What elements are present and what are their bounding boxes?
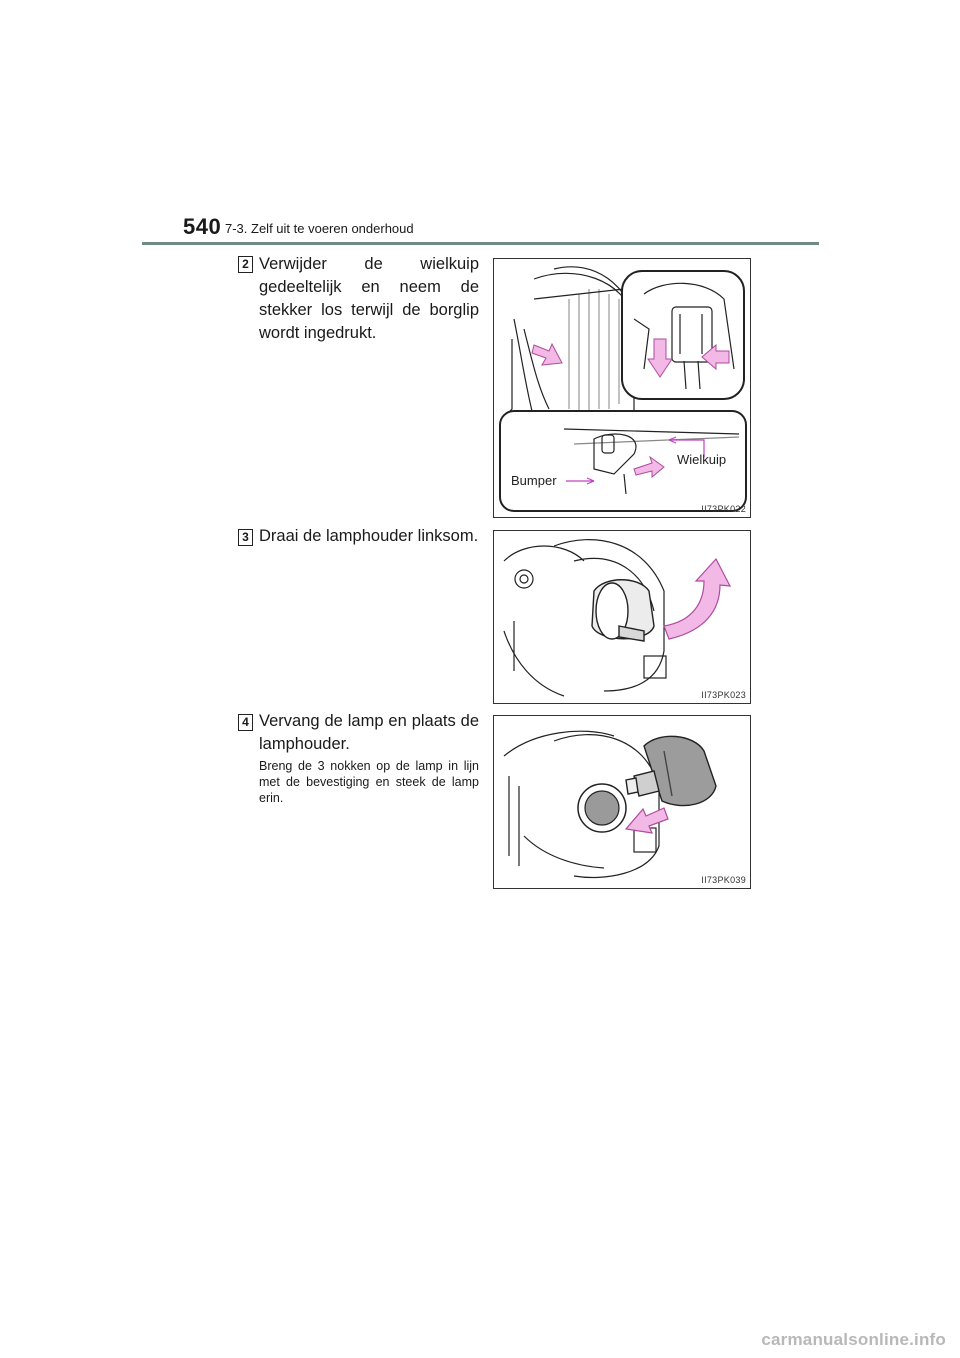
step-3-text: Draai de lamphouder linksom. (259, 527, 479, 545)
footer-watermark: carmanualsonline.info (761, 1330, 946, 1349)
section-title: 7-3. Zelf uit te voeren onderhoud (225, 221, 414, 236)
step-2-text: Verwijder de wielkuip gedeeltelijk en ne… (259, 255, 479, 342)
step-4-badge: 4 (238, 714, 253, 731)
figure-code: II73PK022 (701, 504, 746, 514)
step-2-badge: 2 (238, 256, 253, 273)
step-3-badge: 3 (238, 529, 253, 546)
turn-holder-illustration (503, 539, 732, 697)
figure-connector-removal: Wielkuip Bumper II73PK022 (493, 258, 751, 518)
header-rule (142, 242, 819, 245)
connector-removal-illustration (499, 266, 747, 512)
figure-turn-holder: II73PK023 (493, 530, 751, 704)
page-number: 540 (183, 214, 222, 239)
step-4-note: Breng de 3 nokken op de lamp in lijn met… (259, 759, 479, 805)
replace-bulb-illustration (503, 730, 717, 879)
figure-code: II73PK023 (701, 690, 746, 700)
bumper-label: Bumper (511, 473, 557, 488)
step-4-text: Vervang de lamp en plaats de lamphouder. (259, 712, 479, 753)
figure-replace-bulb: II73PK039 (493, 715, 751, 889)
figure-code: II73PK039 (701, 875, 746, 885)
wheelhouse-label: Wielkuip (677, 452, 727, 467)
